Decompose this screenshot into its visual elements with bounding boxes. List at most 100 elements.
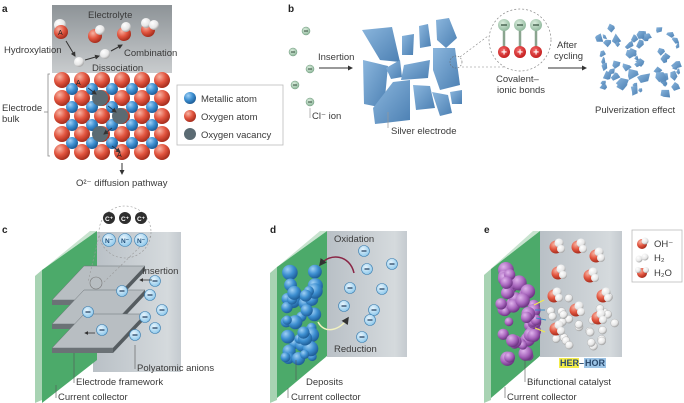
oxygen-atom: [134, 144, 150, 160]
plus-sign: +: [533, 48, 539, 59]
electrode-bracket: [47, 73, 50, 157]
oxygen-atom: [154, 108, 170, 124]
deposit-particle: [300, 349, 310, 359]
her-hor-dash: –: [579, 358, 584, 368]
oxygen-atom: [54, 144, 70, 160]
catalyst-particle: [504, 317, 514, 327]
fragment: [666, 32, 675, 38]
hydrogen-molecule: [597, 336, 606, 346]
oxygen-atom: [74, 108, 90, 124]
fragment: [636, 30, 645, 39]
anion-symbol: N⁻: [105, 238, 114, 245]
fragment: [656, 27, 663, 33]
panel-e-label: e: [484, 225, 490, 236]
oxygen-atom: [114, 90, 130, 106]
deposit-particle: [299, 289, 312, 302]
fragment: [644, 33, 652, 40]
hydrogen-molecule: [565, 341, 574, 350]
insertion-label-c: Insertion: [142, 266, 178, 277]
hydrogen: [579, 245, 587, 253]
ion-pair-zoom: [98, 205, 152, 259]
legend-oxygen-swatch: [184, 110, 196, 122]
hydrogen: [557, 245, 565, 253]
legend-metallic-label: Metallic atom: [201, 94, 257, 105]
silver-electrode: [362, 18, 462, 124]
legend-h2-label: H₂: [654, 253, 665, 264]
oxygen-atom: [134, 90, 150, 106]
cation-symbol: C⁺: [105, 216, 114, 223]
reduction-arrow: [317, 316, 349, 331]
current-collector-side: [35, 270, 42, 403]
metallic-atom: [66, 83, 78, 95]
legend-h2-swatch: [635, 253, 649, 263]
metallic-atom: [146, 101, 158, 113]
adsorbate-marker-top: A: [76, 80, 81, 87]
fragment: [671, 37, 680, 44]
hydrogen: [599, 316, 607, 324]
metallic-atom: [106, 137, 118, 149]
plus-sign: +: [501, 48, 507, 59]
collector-label-d: Current collector: [291, 392, 361, 403]
oxygen-atom: [154, 90, 170, 106]
oxygen-atom: [54, 72, 70, 88]
hydrogen-molecule: [587, 338, 596, 347]
her-label: HER: [560, 358, 580, 368]
reaction-arrows: [533, 299, 547, 333]
anion: [102, 233, 116, 247]
hydrogen-molecule: [586, 328, 595, 337]
catalyst-particle: [518, 346, 533, 361]
fragment: [655, 72, 667, 83]
fragment: [599, 50, 606, 58]
fragment: [638, 88, 643, 93]
metallic-atom: [66, 137, 78, 149]
plus-sign: +: [517, 48, 523, 59]
oxygen-atom: [94, 72, 110, 88]
fragment: [671, 82, 681, 91]
catalyst-particle: [515, 293, 530, 308]
panel-a-label: a: [2, 4, 8, 15]
cation: [135, 212, 147, 224]
legend-vacancy-label: Oxygen vacancy: [201, 130, 271, 141]
oxygen-atom: [134, 126, 150, 142]
catalyst-particle: [497, 328, 509, 340]
oxygen-atom: [54, 108, 70, 124]
panel-e: e HER – HOR Bifunctional catalyst Curren…: [484, 225, 683, 403]
her-highlight: [559, 358, 579, 368]
oxygen-atom: [154, 126, 170, 142]
framework-label: Electrode framework: [76, 377, 163, 388]
catalyst-particle: [506, 334, 520, 348]
catalyst-particle: [500, 276, 513, 289]
fragment: [657, 47, 665, 56]
water-molecules: [54, 18, 159, 67]
metallic-atom: [126, 137, 138, 149]
hydrogen-molecule: [610, 318, 619, 328]
metallic-atom: [106, 83, 118, 95]
diffusion-step-arrow: [87, 87, 97, 95]
fragment: [637, 73, 651, 83]
panel-b-label: b: [288, 4, 294, 15]
deposit-particle: [282, 315, 292, 325]
insertion-label: Insertion: [318, 52, 354, 63]
fragment: [630, 85, 638, 96]
hor-highlight: [584, 358, 606, 368]
diffusion-step-arrow: [111, 145, 121, 153]
water-hydroxide-molecules: [547, 238, 612, 336]
combination-arrow: [110, 44, 123, 52]
oxygen-atom: [94, 108, 110, 124]
deposit-particle: [280, 329, 295, 344]
bonds-label-2: ionic bonds: [497, 85, 545, 96]
anion: [134, 233, 148, 247]
cl-ions: [288, 26, 315, 107]
hydrogen: [557, 327, 565, 335]
deposit-particle: [280, 352, 291, 363]
metal-deposits: [280, 264, 323, 366]
oxygen-atom: [114, 126, 130, 142]
oxygen-atom: [54, 126, 70, 142]
fragment: [595, 33, 604, 42]
pulverized-fragments: [595, 23, 682, 98]
fragment: [675, 42, 680, 49]
catalyst-particle: [527, 329, 541, 342]
oxygen-atom: [74, 144, 90, 160]
after-label-1: After: [557, 40, 577, 51]
metallic-atom: [66, 101, 78, 113]
